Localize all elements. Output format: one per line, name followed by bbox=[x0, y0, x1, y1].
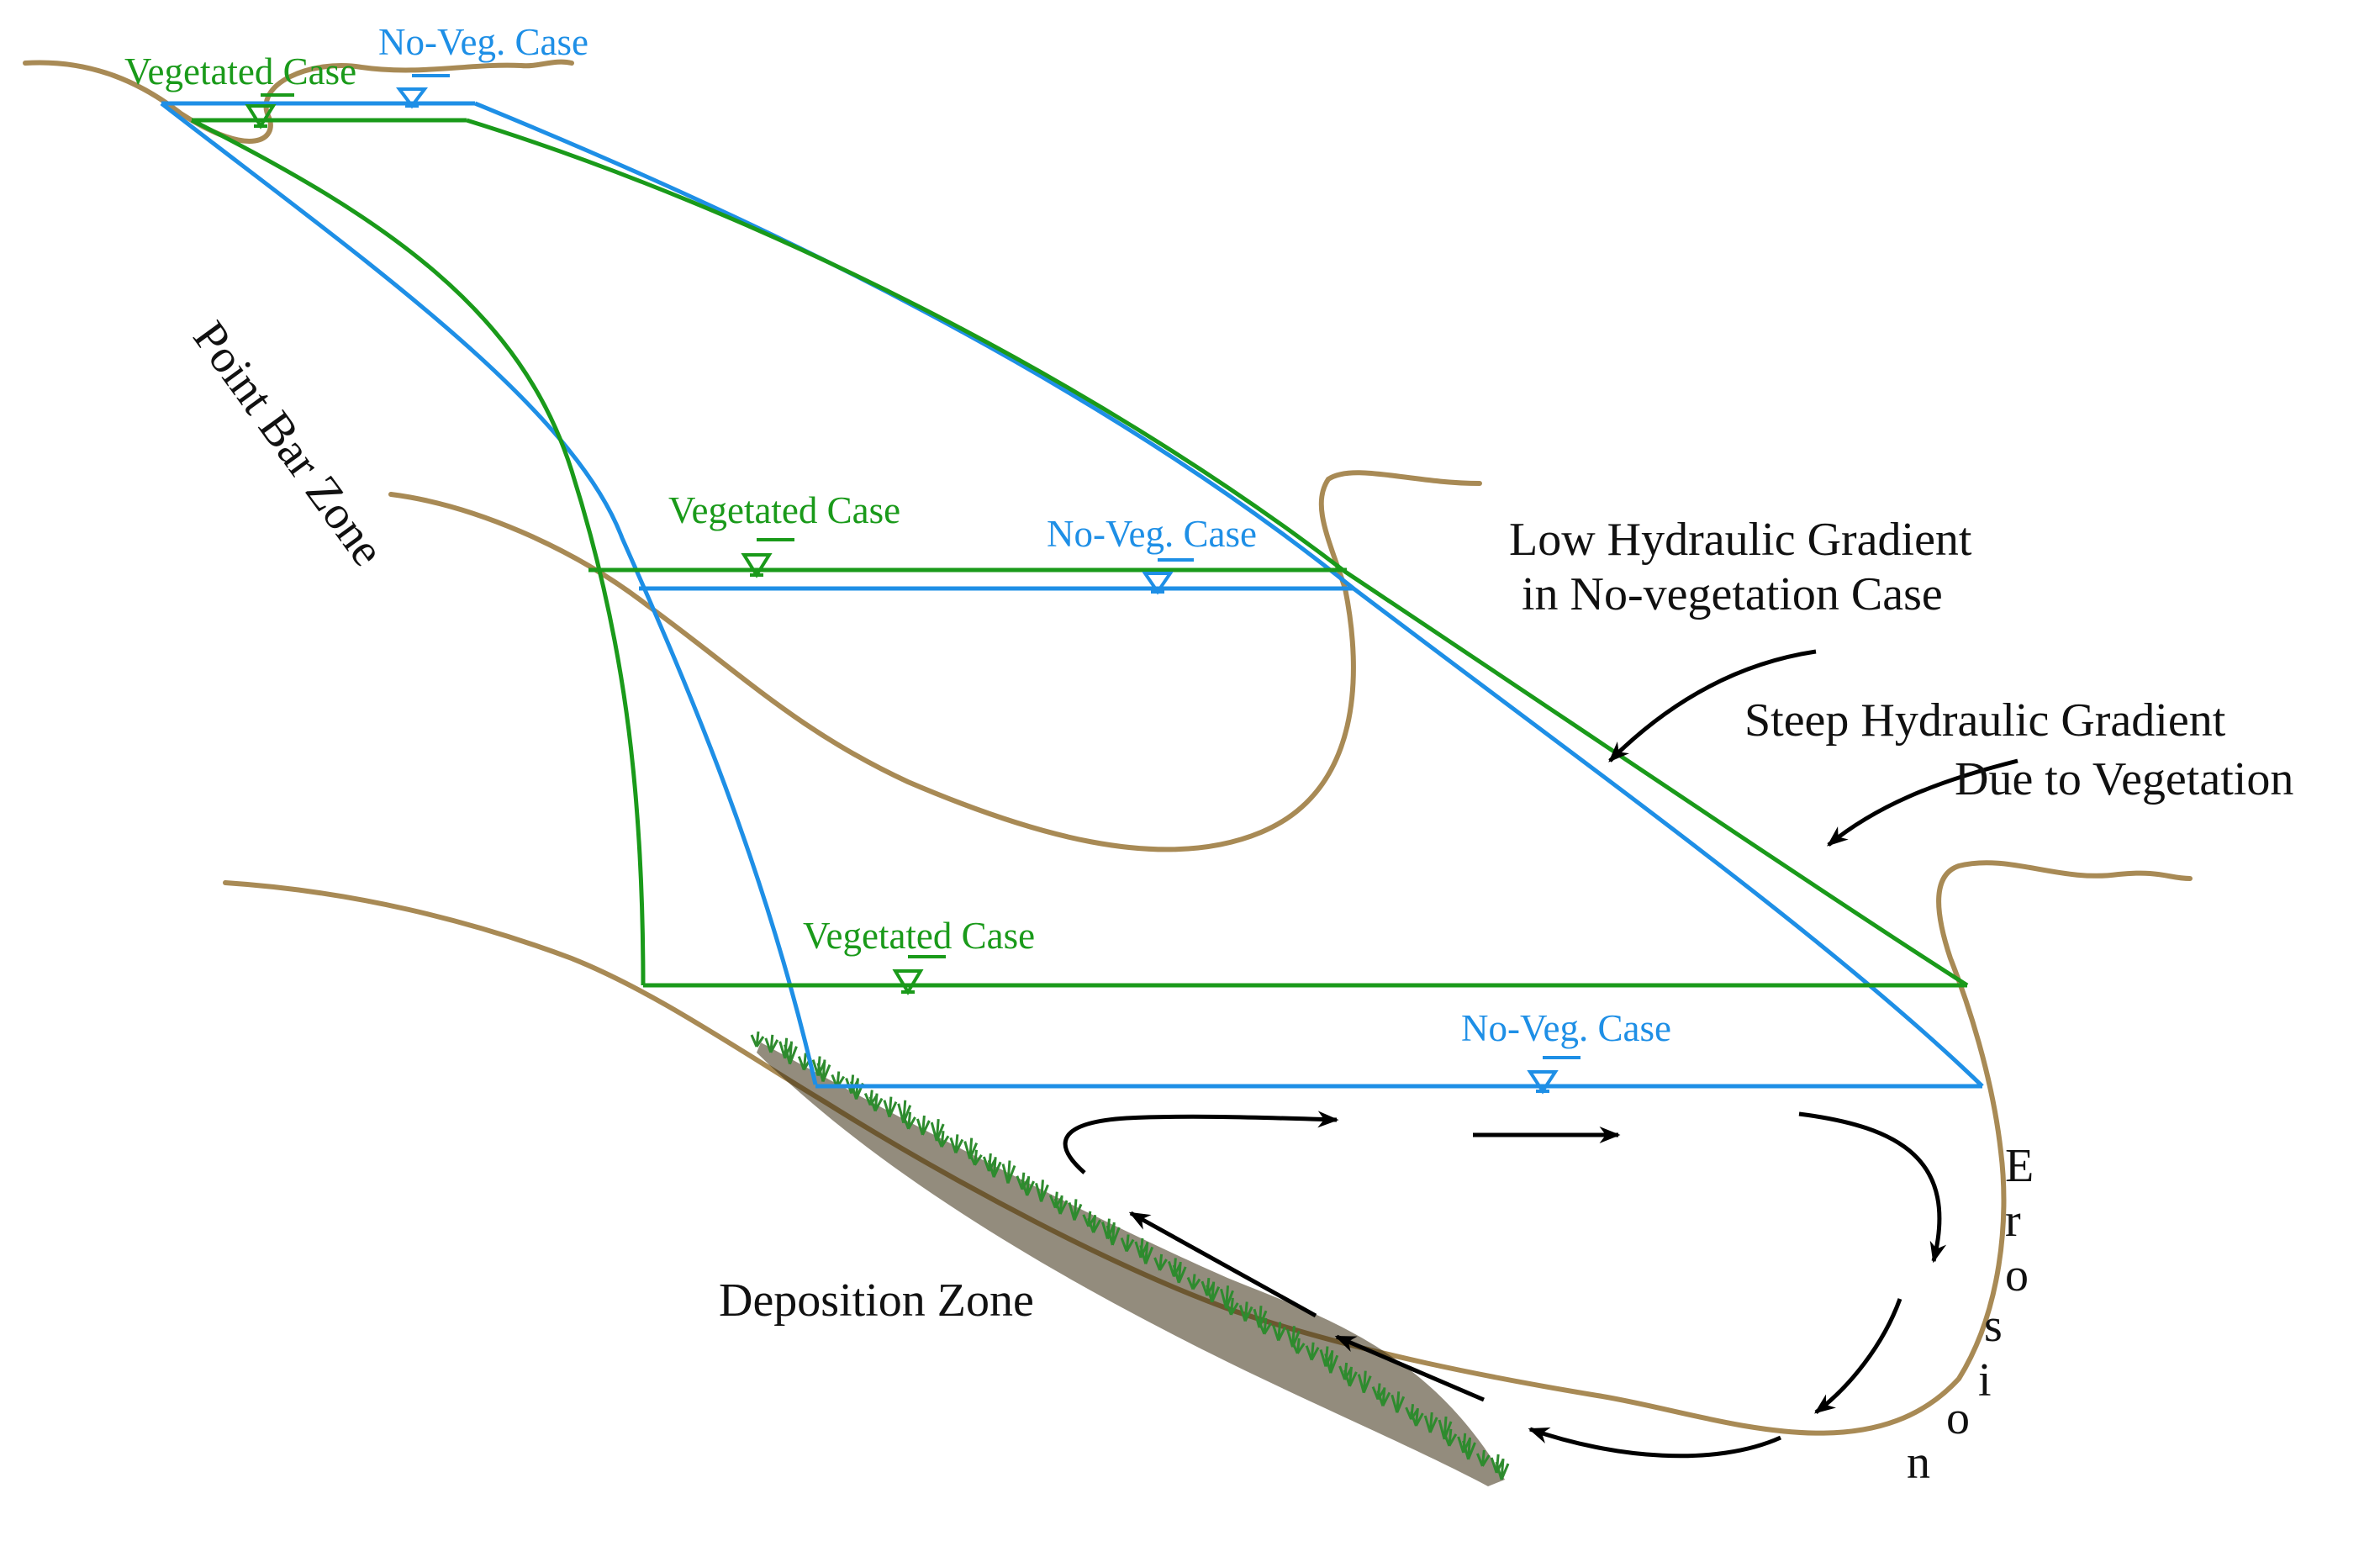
grass-tuft bbox=[1495, 1458, 1510, 1480]
grass-tuft bbox=[1206, 1281, 1221, 1303]
grass-tuft bbox=[1186, 1274, 1201, 1290]
gradient-pointer-steep bbox=[1827, 758, 2019, 847]
grass-tuft bbox=[968, 1149, 983, 1166]
grass-tuft bbox=[1357, 1370, 1372, 1394]
label-bot-noveg: No-Veg. Case bbox=[1461, 1007, 1671, 1049]
top-bank-line bbox=[23, 59, 574, 144]
grass-tuft bbox=[1001, 1160, 1016, 1185]
grass-tuft bbox=[935, 1131, 950, 1148]
flow-arrow-5 bbox=[1528, 1427, 1782, 1459]
label-top-vegetated: Vegetated Case bbox=[124, 50, 356, 92]
grass-tuft bbox=[1376, 1387, 1391, 1407]
bottom-noveg-water-level-icon bbox=[1527, 1056, 1581, 1095]
grass-tuft bbox=[1305, 1342, 1320, 1361]
middle-bank-line bbox=[388, 470, 1482, 852]
bank-lines bbox=[23, 59, 2193, 1436]
grass-tuft bbox=[902, 1111, 916, 1130]
grass-tuft bbox=[784, 1041, 798, 1065]
grass-tuft bbox=[1391, 1391, 1406, 1413]
erosion-letter: n bbox=[1907, 1437, 1930, 1489]
deposition-vegetation bbox=[750, 1031, 1510, 1486]
grass-tuft bbox=[949, 1134, 964, 1154]
flow-arrow-6 bbox=[1334, 1334, 1485, 1402]
label-mid-noveg: No-Veg. Case bbox=[1047, 513, 1257, 555]
veg-left-boundary bbox=[190, 118, 646, 986]
grass-tuft bbox=[1153, 1253, 1168, 1271]
flow-arrow-4 bbox=[1814, 1298, 1902, 1414]
grass-tuft bbox=[868, 1093, 884, 1112]
grass-tuft bbox=[1462, 1437, 1476, 1460]
grass-tuft bbox=[1290, 1338, 1306, 1354]
grass-tuft bbox=[1035, 1179, 1049, 1202]
grass-tuft bbox=[816, 1059, 831, 1083]
grass-tuft bbox=[1238, 1301, 1253, 1322]
erosion-letter: i bbox=[1978, 1354, 1992, 1406]
erosion-letter: E bbox=[2005, 1140, 2034, 1192]
bottom-vegetated-water-level-icon bbox=[892, 955, 946, 995]
mid-vegetated-water-level-icon bbox=[741, 538, 794, 578]
erosion-letter: o bbox=[1946, 1392, 1970, 1444]
grass-tuft bbox=[1068, 1199, 1083, 1221]
label-point-bar-zone: Point Bar Zone bbox=[182, 312, 393, 575]
grass-tuft bbox=[1423, 1412, 1438, 1433]
flow-arrow-1 bbox=[1063, 1111, 1339, 1174]
label-deposition-zone: Deposition Zone bbox=[719, 1274, 1034, 1327]
mid-noveg-water-level-icon bbox=[1142, 558, 1194, 595]
bottom-bank-line bbox=[223, 860, 2193, 1436]
label-erosion: E r o s i o n bbox=[1907, 1140, 2034, 1489]
grass-tuft bbox=[1324, 1350, 1339, 1374]
label-low-gradient-line1: Low Hydraulic Gradient bbox=[1509, 514, 1972, 566]
label-top-noveg: No-Veg. Case bbox=[378, 21, 588, 63]
grass-tuft bbox=[1272, 1322, 1286, 1342]
grass-tuft bbox=[1120, 1234, 1135, 1253]
grass-tuft bbox=[916, 1115, 931, 1136]
secondary-flow-arrows bbox=[1063, 649, 2019, 1459]
grass-tuft bbox=[1021, 1175, 1036, 1196]
noveg-left-boundary bbox=[160, 102, 818, 1085]
erosion-letter: o bbox=[2005, 1249, 2029, 1301]
grass-tuft bbox=[987, 1157, 1002, 1178]
grass-tuft bbox=[1053, 1195, 1069, 1215]
vegetated-profile bbox=[190, 118, 1969, 988]
erosion-letter: s bbox=[1984, 1300, 2003, 1352]
deposition-sediment bbox=[757, 1042, 1505, 1486]
grass-tuft bbox=[1258, 1317, 1273, 1335]
grass-tuft bbox=[1106, 1222, 1121, 1246]
labels: Vegetated Case No-Veg. Case Vegetated Ca… bbox=[124, 21, 2293, 1489]
grass-tuft bbox=[1343, 1366, 1358, 1387]
water-level-markers bbox=[245, 74, 1581, 1095]
grass-tuft bbox=[1087, 1215, 1101, 1233]
grass-tuft bbox=[883, 1096, 898, 1118]
erosion-letter: r bbox=[2005, 1195, 2021, 1247]
label-mid-vegetated: Vegetated Case bbox=[668, 489, 900, 531]
grass-tuft bbox=[1172, 1261, 1187, 1284]
grass-tuft bbox=[1409, 1407, 1424, 1427]
flow-arrow-3 bbox=[1798, 1111, 1947, 1264]
grass-tuft bbox=[1443, 1428, 1458, 1447]
grass-tuft bbox=[1139, 1242, 1154, 1264]
grass-tuft bbox=[1224, 1297, 1239, 1316]
gradient-pointer-low bbox=[1608, 649, 1817, 763]
grass-tuft bbox=[764, 1034, 779, 1053]
label-low-gradient-line2: in No-vegetation Case bbox=[1522, 568, 1943, 620]
grass-tuft bbox=[750, 1031, 765, 1048]
flow-arrow-7 bbox=[1128, 1211, 1317, 1318]
grass-tufts bbox=[750, 1031, 1510, 1480]
label-steep-gradient-line1: Steep Hydraulic Gradient bbox=[1744, 694, 2226, 747]
label-steep-gradient-line2: Due to Vegetation bbox=[1955, 753, 2293, 805]
label-bot-vegetated: Vegetated Case bbox=[803, 915, 1035, 957]
top-vegetated-water-level-icon bbox=[245, 93, 294, 129]
grass-tuft bbox=[1475, 1449, 1491, 1467]
veg-right-boundary bbox=[466, 118, 1969, 988]
top-noveg-water-level-icon bbox=[396, 74, 450, 109]
